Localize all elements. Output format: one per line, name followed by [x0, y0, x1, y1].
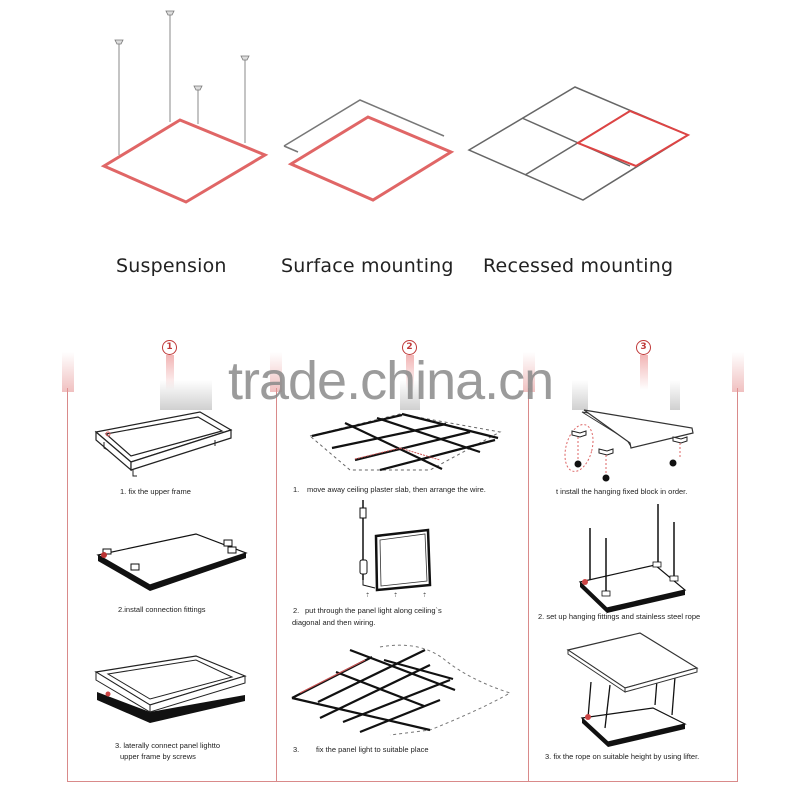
marker-glow — [406, 355, 414, 390]
step-caption: 1. fix the upper frame — [120, 487, 191, 496]
step-caption: fix the panel light to suitable place — [316, 745, 429, 754]
column-frame-2 — [276, 388, 529, 782]
step-caption: 3. laterally connect panel lightto — [115, 741, 221, 750]
suspension-illustration — [100, 10, 269, 204]
step-caption: 2.install connection fittings — [118, 605, 206, 614]
shade — [160, 380, 212, 410]
step-number: 2. — [293, 606, 300, 615]
step-marker-1: 1 — [162, 340, 177, 355]
marker-glow — [166, 355, 174, 390]
column-frame-3 — [528, 388, 738, 782]
column-frame-1 — [67, 388, 277, 782]
watermark-text: trade.china.cn — [228, 351, 554, 411]
step-caption: t install the hanging fixed block in ord… — [556, 487, 688, 496]
step-caption: move away ceiling plaster slab, then arr… — [307, 485, 486, 494]
shade — [572, 380, 588, 410]
frame-fade — [270, 352, 282, 392]
step-caption: put through the panel light along ceilin… — [305, 606, 442, 615]
step-caption: 3. fix the rope on suitable height by us… — [545, 752, 700, 761]
mounting-label-recessed: Recessed mounting — [483, 255, 674, 277]
step-caption: upper frame by screws — [120, 752, 196, 761]
mounting-label-suspension: Suspension — [116, 255, 227, 277]
step-marker-3: 3 — [636, 340, 651, 355]
step-number: 3. — [293, 745, 300, 754]
svg-text:⇡: ⇡ — [422, 592, 427, 599]
step-caption: diagonal and then wiring. — [292, 618, 376, 627]
recessed-mounting-illustration — [467, 86, 691, 201]
frame-fade — [62, 352, 74, 392]
surface-mounting-illustration — [283, 99, 455, 202]
svg-text:⇡: ⇡ — [365, 592, 370, 599]
shade — [400, 380, 420, 410]
marker-glow — [640, 355, 648, 390]
frame-fade — [523, 352, 535, 392]
shade — [670, 380, 680, 410]
step-number: 1. — [293, 485, 300, 494]
step-marker-2: 2 — [402, 340, 417, 355]
mounting-label-surface: Surface mounting — [281, 255, 454, 277]
step-caption: 2. set up hanging fittings and stainless… — [538, 612, 701, 621]
frame-fade — [732, 352, 744, 392]
svg-text:⇡: ⇡ — [393, 592, 398, 599]
